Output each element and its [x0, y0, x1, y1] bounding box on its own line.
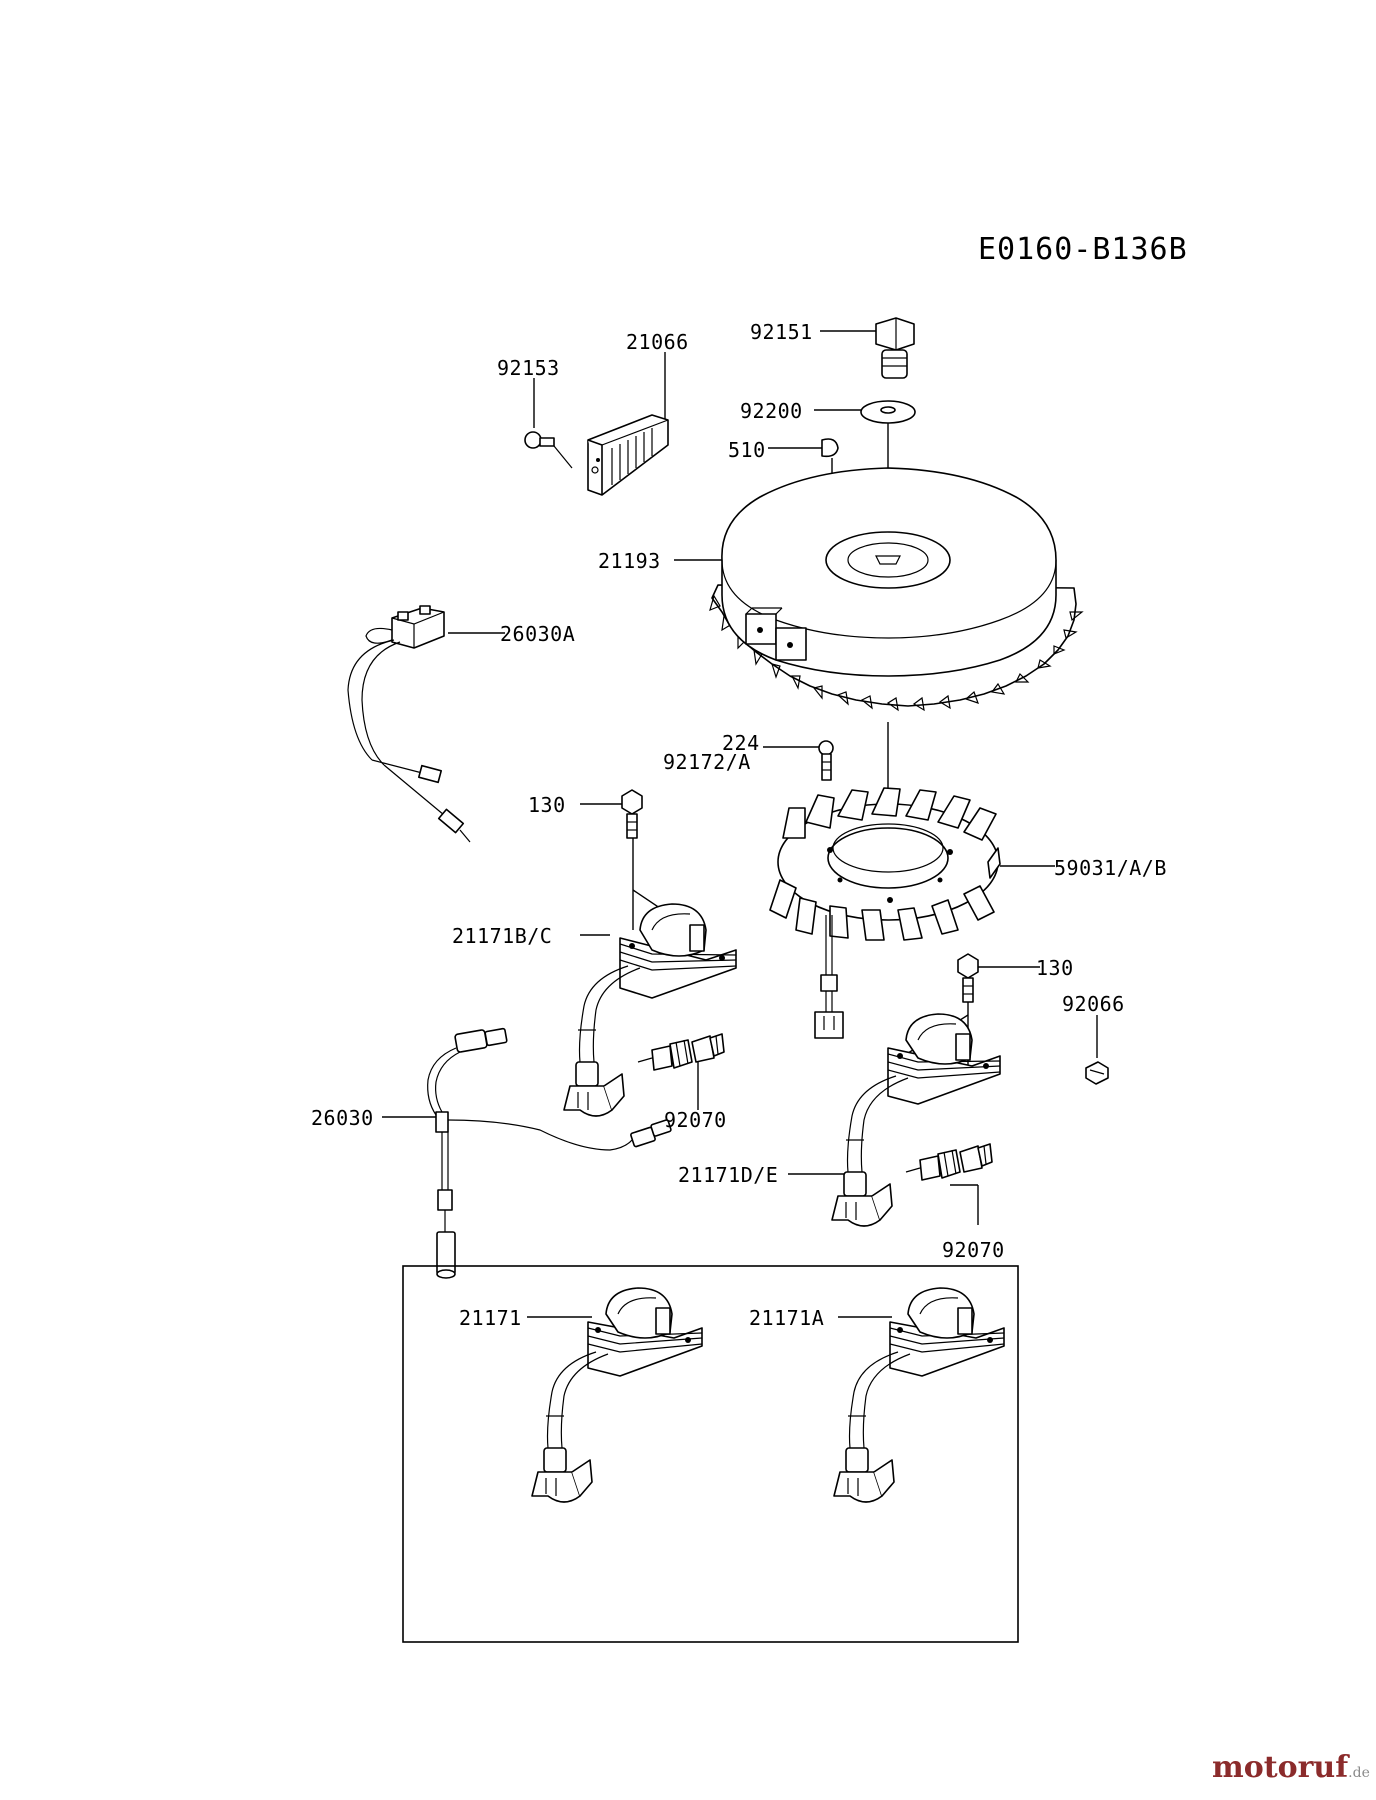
spark-plug-92070-right-part: [905, 1143, 993, 1181]
label-21171: 21171: [459, 1306, 522, 1330]
label-224: 224: [722, 731, 760, 755]
washer-92200-part: [860, 400, 916, 424]
coil-21171a-part: [833, 1287, 1005, 1503]
watermark-logo: motoruf.de: [1212, 1753, 1370, 1783]
label-26030a: 26030A: [500, 622, 576, 646]
spark-plug-92070-left-part: [637, 1033, 725, 1071]
watermark-brand: motoruf: [1212, 1750, 1349, 1785]
inset-box: [402, 1265, 1019, 1643]
bolt-130-right-part: [957, 953, 979, 1003]
label-92200: 92200: [740, 399, 803, 423]
label-130-right: 130: [1036, 956, 1074, 980]
nut-92066-part: [1085, 1061, 1109, 1085]
coil-21171-part: [531, 1287, 703, 1503]
coil-21171de-part: [831, 1013, 1001, 1227]
label-92153: 92153: [497, 356, 560, 380]
label-21171de: 21171D/E: [678, 1163, 779, 1187]
label-21066: 21066: [626, 330, 689, 354]
watermark-tld: .de: [1348, 1765, 1370, 1781]
label-21171bc: 21171B/C: [452, 924, 553, 948]
label-92066: 92066: [1062, 992, 1125, 1016]
label-21171a: 21171A: [749, 1306, 825, 1330]
bolt-92172a-part: [818, 740, 834, 781]
regulator-21066-part: [587, 414, 669, 496]
stator-59031-part: [769, 787, 1001, 1039]
label-130-left: 130: [528, 793, 566, 817]
wire-26030-part: [427, 1027, 672, 1279]
key-510-part: [821, 438, 839, 458]
label-26030: 26030: [311, 1106, 374, 1130]
label-92151: 92151: [750, 320, 813, 344]
label-92070-left: 92070: [664, 1108, 727, 1132]
flywheel-21193-part: [709, 467, 1084, 712]
label-510: 510: [728, 438, 766, 462]
bolt-130-left-part: [621, 789, 643, 839]
coil-21171bc-part: [563, 903, 737, 1117]
label-59031: 59031/A/B: [1054, 856, 1167, 880]
drawing-code: E0160-B136B: [978, 232, 1188, 267]
label-92172a: 92172/A: [663, 750, 751, 774]
label-21193: 21193: [598, 549, 661, 573]
label-92070-right: 92070: [942, 1238, 1005, 1262]
screw-92153-part: [524, 431, 573, 469]
bolt-92151-part: [875, 317, 915, 379]
connector-26030a-part: [347, 605, 471, 843]
